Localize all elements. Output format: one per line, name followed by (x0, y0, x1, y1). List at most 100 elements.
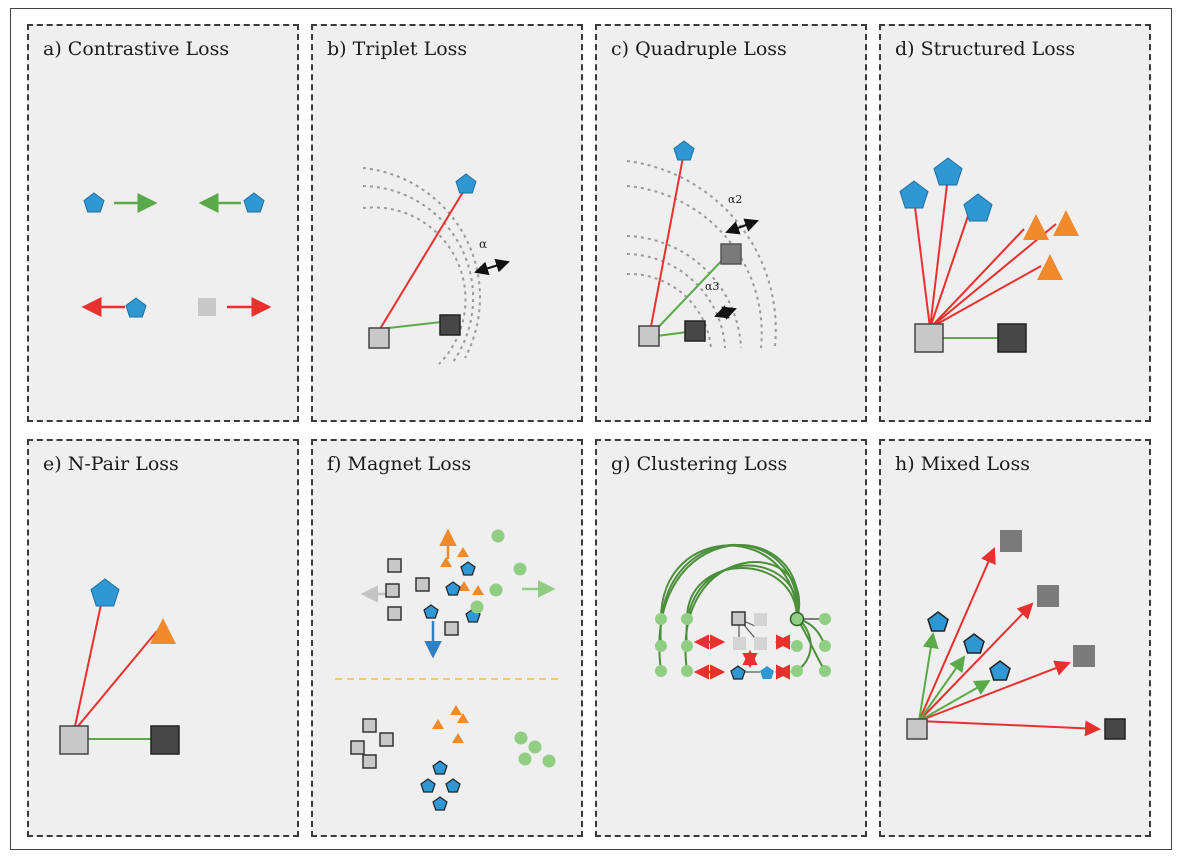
circle-icon (514, 731, 528, 745)
circle-icon (819, 640, 831, 652)
negative-link (929, 265, 1042, 329)
margin-arc (626, 160, 777, 347)
circle-icon (542, 754, 556, 768)
pentagon-icon (760, 666, 774, 679)
triangle-icon (1037, 254, 1063, 280)
panel-title: h) Mixed Loss (895, 453, 1030, 475)
figure-frame: a) Contrastive Loss b) Triplet Loss (10, 8, 1172, 850)
square-icon (638, 325, 660, 347)
pentagon-icon (963, 633, 985, 654)
pentagon-icon (423, 604, 439, 619)
panel-title: c) Quadruple Loss (611, 38, 787, 60)
margin-arc (362, 206, 467, 365)
square-icon (362, 754, 377, 769)
margin-arc (626, 235, 742, 349)
square-icon (997, 323, 1027, 353)
negative-arrow (918, 720, 1101, 737)
square-icon (385, 583, 400, 598)
circle-icon (518, 752, 532, 766)
npair-diagram (59, 578, 180, 755)
square-icon (684, 320, 706, 342)
panel-title: e) N-Pair Loss (43, 453, 179, 475)
pentagon-icon (445, 581, 461, 596)
circle-icon (819, 665, 831, 677)
pentagon-icon (90, 578, 120, 607)
cluster-arcs (658, 543, 826, 672)
medoid-circle (789, 611, 805, 627)
pentagon-icon (445, 778, 461, 793)
panel-structured-loss: d) Structured Loss (879, 24, 1151, 422)
square-icon (754, 637, 767, 650)
positive-arrow (918, 632, 939, 722)
negative-arrow (918, 547, 996, 722)
negative-link (73, 630, 158, 732)
square-icon (1000, 530, 1022, 552)
margin-arc (362, 167, 481, 359)
circle-icon (528, 740, 542, 754)
square-icon (368, 327, 390, 349)
triangle-icon (432, 719, 444, 729)
negative-link-2 (648, 252, 730, 338)
square-icon (720, 243, 742, 265)
triangle-icon (150, 618, 176, 644)
square-icon (415, 577, 430, 592)
margin-label-1: α2 (728, 193, 742, 206)
margin-arrow (474, 258, 510, 276)
circle-icon (513, 562, 527, 576)
negative-link (379, 186, 467, 330)
panel-npair-loss: e) N-Pair Loss (27, 439, 299, 837)
pentagon-icon (730, 665, 746, 680)
pentagon-icon (460, 561, 476, 576)
triangle-icon (457, 547, 469, 557)
negative-link (929, 223, 1057, 329)
circle-icon (681, 613, 693, 625)
positive-arrow (918, 680, 991, 722)
panel-contrastive-loss: a) Contrastive Loss (27, 24, 299, 422)
positive-arrow (918, 655, 966, 722)
margin-label-2: α3 (705, 280, 719, 293)
panel-title: b) Triplet Loss (327, 38, 468, 60)
pentagon-icon (432, 796, 448, 811)
square-icon (362, 718, 377, 733)
square-icon (387, 558, 402, 573)
circle-icon (470, 600, 484, 614)
square-icon (1037, 585, 1059, 607)
circle-icon (819, 613, 831, 625)
panel-title: a) Contrastive Loss (43, 38, 230, 60)
pentagon-icon (420, 778, 436, 793)
triangle-icon (440, 557, 452, 567)
circle-icon (681, 640, 693, 652)
panel-title: d) Structured Loss (895, 38, 1076, 60)
square-icon (444, 621, 459, 636)
panel-title: f) Magnet Loss (327, 453, 472, 475)
margin-arrow (725, 218, 759, 235)
square-icon (350, 740, 365, 755)
margin-arrow (714, 305, 737, 320)
pentagon-icon (125, 297, 147, 318)
circle-icon (655, 613, 667, 625)
negative-arrow (918, 660, 1071, 722)
square-icon (733, 637, 746, 650)
structured-diagram (899, 157, 1079, 353)
pentagon-icon (432, 760, 448, 775)
magnet-diagram (335, 528, 561, 811)
pentagon-icon (963, 193, 993, 222)
panel-clustering-loss: g) Clustering Loss (595, 439, 867, 837)
negative-link (929, 228, 1025, 329)
circle-icon (655, 640, 667, 652)
square-icon (387, 606, 402, 621)
pentagon-icon (455, 173, 477, 194)
pentagon-icon (989, 660, 1011, 681)
pentagon-icon (927, 611, 949, 632)
square-icon (754, 613, 767, 626)
negative-link (73, 594, 104, 732)
negative-link (929, 175, 949, 329)
contrastive-diagram (81, 192, 272, 318)
triangle-icon (472, 585, 484, 595)
triangle-icon (1023, 214, 1049, 240)
margin-label: α (479, 237, 487, 251)
circle-icon (491, 529, 505, 543)
triangle-icon (450, 705, 462, 715)
negative-link (648, 151, 685, 338)
panel-title: g) Clustering Loss (611, 453, 788, 475)
